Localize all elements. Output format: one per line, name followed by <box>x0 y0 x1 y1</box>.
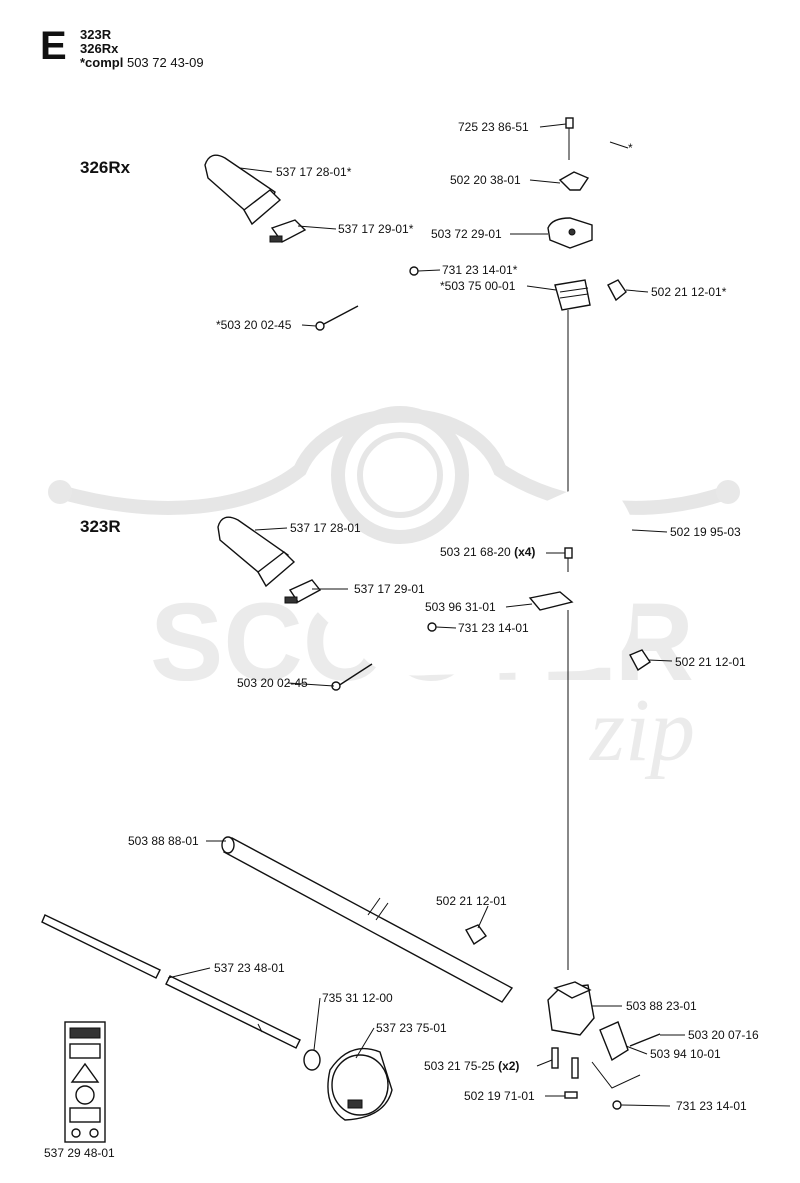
part-label: 502 21 12-01* <box>651 285 727 299</box>
part-label: 537 17 28-01* <box>276 165 352 179</box>
model-label-1: 323R <box>80 27 112 42</box>
part-label: 735 31 12-00 <box>322 991 393 1005</box>
part-label: 502 19 71-01 <box>464 1089 535 1103</box>
lower-section-title: 323R <box>80 517 121 536</box>
part-number: 503 21 75-25 <box>424 1059 495 1073</box>
part-label: 537 17 29-01* <box>338 222 414 236</box>
part-label: 537 23 75-01 <box>376 1021 447 1035</box>
part-label: 731 23 14-01* <box>442 263 518 277</box>
part-label: 502 19 95-03 <box>670 525 741 539</box>
part-label: 503 88 23-01 <box>626 999 697 1013</box>
part-label: 503 72 29-01 <box>431 227 502 241</box>
shaft-assembly <box>41 836 661 1143</box>
watermark-suffix: zip <box>588 681 695 780</box>
upper-handlebar-assembly <box>204 115 627 510</box>
part-label: * <box>628 141 633 155</box>
part-label: 503 88 88-01 <box>128 834 199 848</box>
part-label: 503 21 75-25 (x2) <box>424 1059 519 1073</box>
part-label: *503 75 00-01 <box>440 279 516 293</box>
part-label: 502 21 12-01 <box>436 894 507 908</box>
part-number: 503 21 68-20 <box>440 545 511 559</box>
compl-number: 503 72 43-09 <box>126 55 204 70</box>
part-label: 537 23 48-01 <box>214 961 285 975</box>
part-label: *503 20 02-45 <box>216 318 292 332</box>
part-label: 731 23 14-01 <box>458 621 529 635</box>
part-label: 502 20 38-01 <box>450 173 521 187</box>
part-label: 725 23 86-51 <box>458 120 529 134</box>
part-label: 503 20 07-16 <box>688 1028 759 1042</box>
section-letter: E <box>40 24 67 68</box>
part-label: 503 94 10-01 <box>650 1047 721 1061</box>
part-label: 503 20 02-45 <box>237 676 308 690</box>
model-label-2: 326Rx <box>80 41 119 56</box>
quantity-badge: (x4) <box>514 545 536 559</box>
compl-prefix: *compl <box>80 55 124 70</box>
compl-line: *compl 503 72 43-09 <box>80 56 204 70</box>
lower-handlebar-assembly <box>217 475 651 970</box>
part-label: 503 96 31-01 <box>425 600 496 614</box>
quantity-badge: (x2) <box>498 1059 520 1073</box>
watermark-graphic <box>48 406 740 544</box>
upper-section-title: 326Rx <box>80 158 131 177</box>
part-label: 537 17 29-01 <box>354 582 425 596</box>
header-models: 323R 326Rx *compl 503 72 43-09 <box>80 28 204 70</box>
part-label: 731 23 14-01 <box>676 1099 747 1113</box>
leader-lines <box>167 123 685 1107</box>
part-label: 503 21 68-20 (x4) <box>440 545 535 559</box>
part-label: 537 29 48-01 <box>44 1146 115 1160</box>
part-label: 502 21 12-01 <box>675 655 746 669</box>
part-label: 537 17 28-01 <box>290 521 361 535</box>
